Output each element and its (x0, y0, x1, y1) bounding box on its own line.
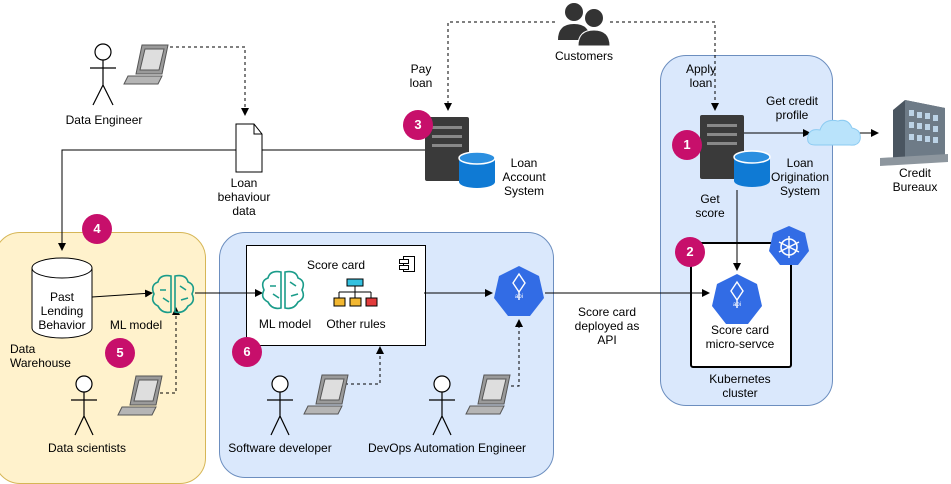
other-rules-label: Other rules (326, 317, 386, 331)
customers-icon (558, 3, 611, 47)
microservice-api-label: api (732, 302, 741, 308)
edge-customers-to-account (444, 21, 555, 111)
step-badge-4: 4 (82, 214, 112, 244)
building-icon (880, 100, 948, 166)
loan-account-database-icon (458, 151, 496, 188)
data-scientists-label: Data scientists (47, 441, 127, 455)
scorecard-ml-model-label: ML model (258, 317, 312, 331)
customers-label: Customers (554, 49, 613, 63)
step-badge-2: 2 (675, 237, 705, 267)
component-icon (399, 256, 415, 272)
software-developer-label: Software developer (228, 441, 332, 455)
data-engineer-figure (90, 43, 116, 106)
step-badge-5: 5 (105, 338, 135, 368)
ml-model-label: ML model (109, 318, 163, 332)
devops-engineer-label: DevOps Automation Engineer (367, 441, 527, 455)
document-icon (235, 123, 263, 173)
edge-engineer-to-data (170, 46, 249, 116)
laptop-icon-engineer (123, 44, 169, 85)
step-badge-3: 3 (403, 110, 433, 140)
data-engineer-label: Data Engineer (65, 113, 143, 127)
score-card-title: Score card (306, 258, 366, 272)
step-badge-1: 1 (672, 130, 702, 160)
step-badge-6: 6 (232, 337, 262, 367)
api-label: api (514, 294, 523, 300)
